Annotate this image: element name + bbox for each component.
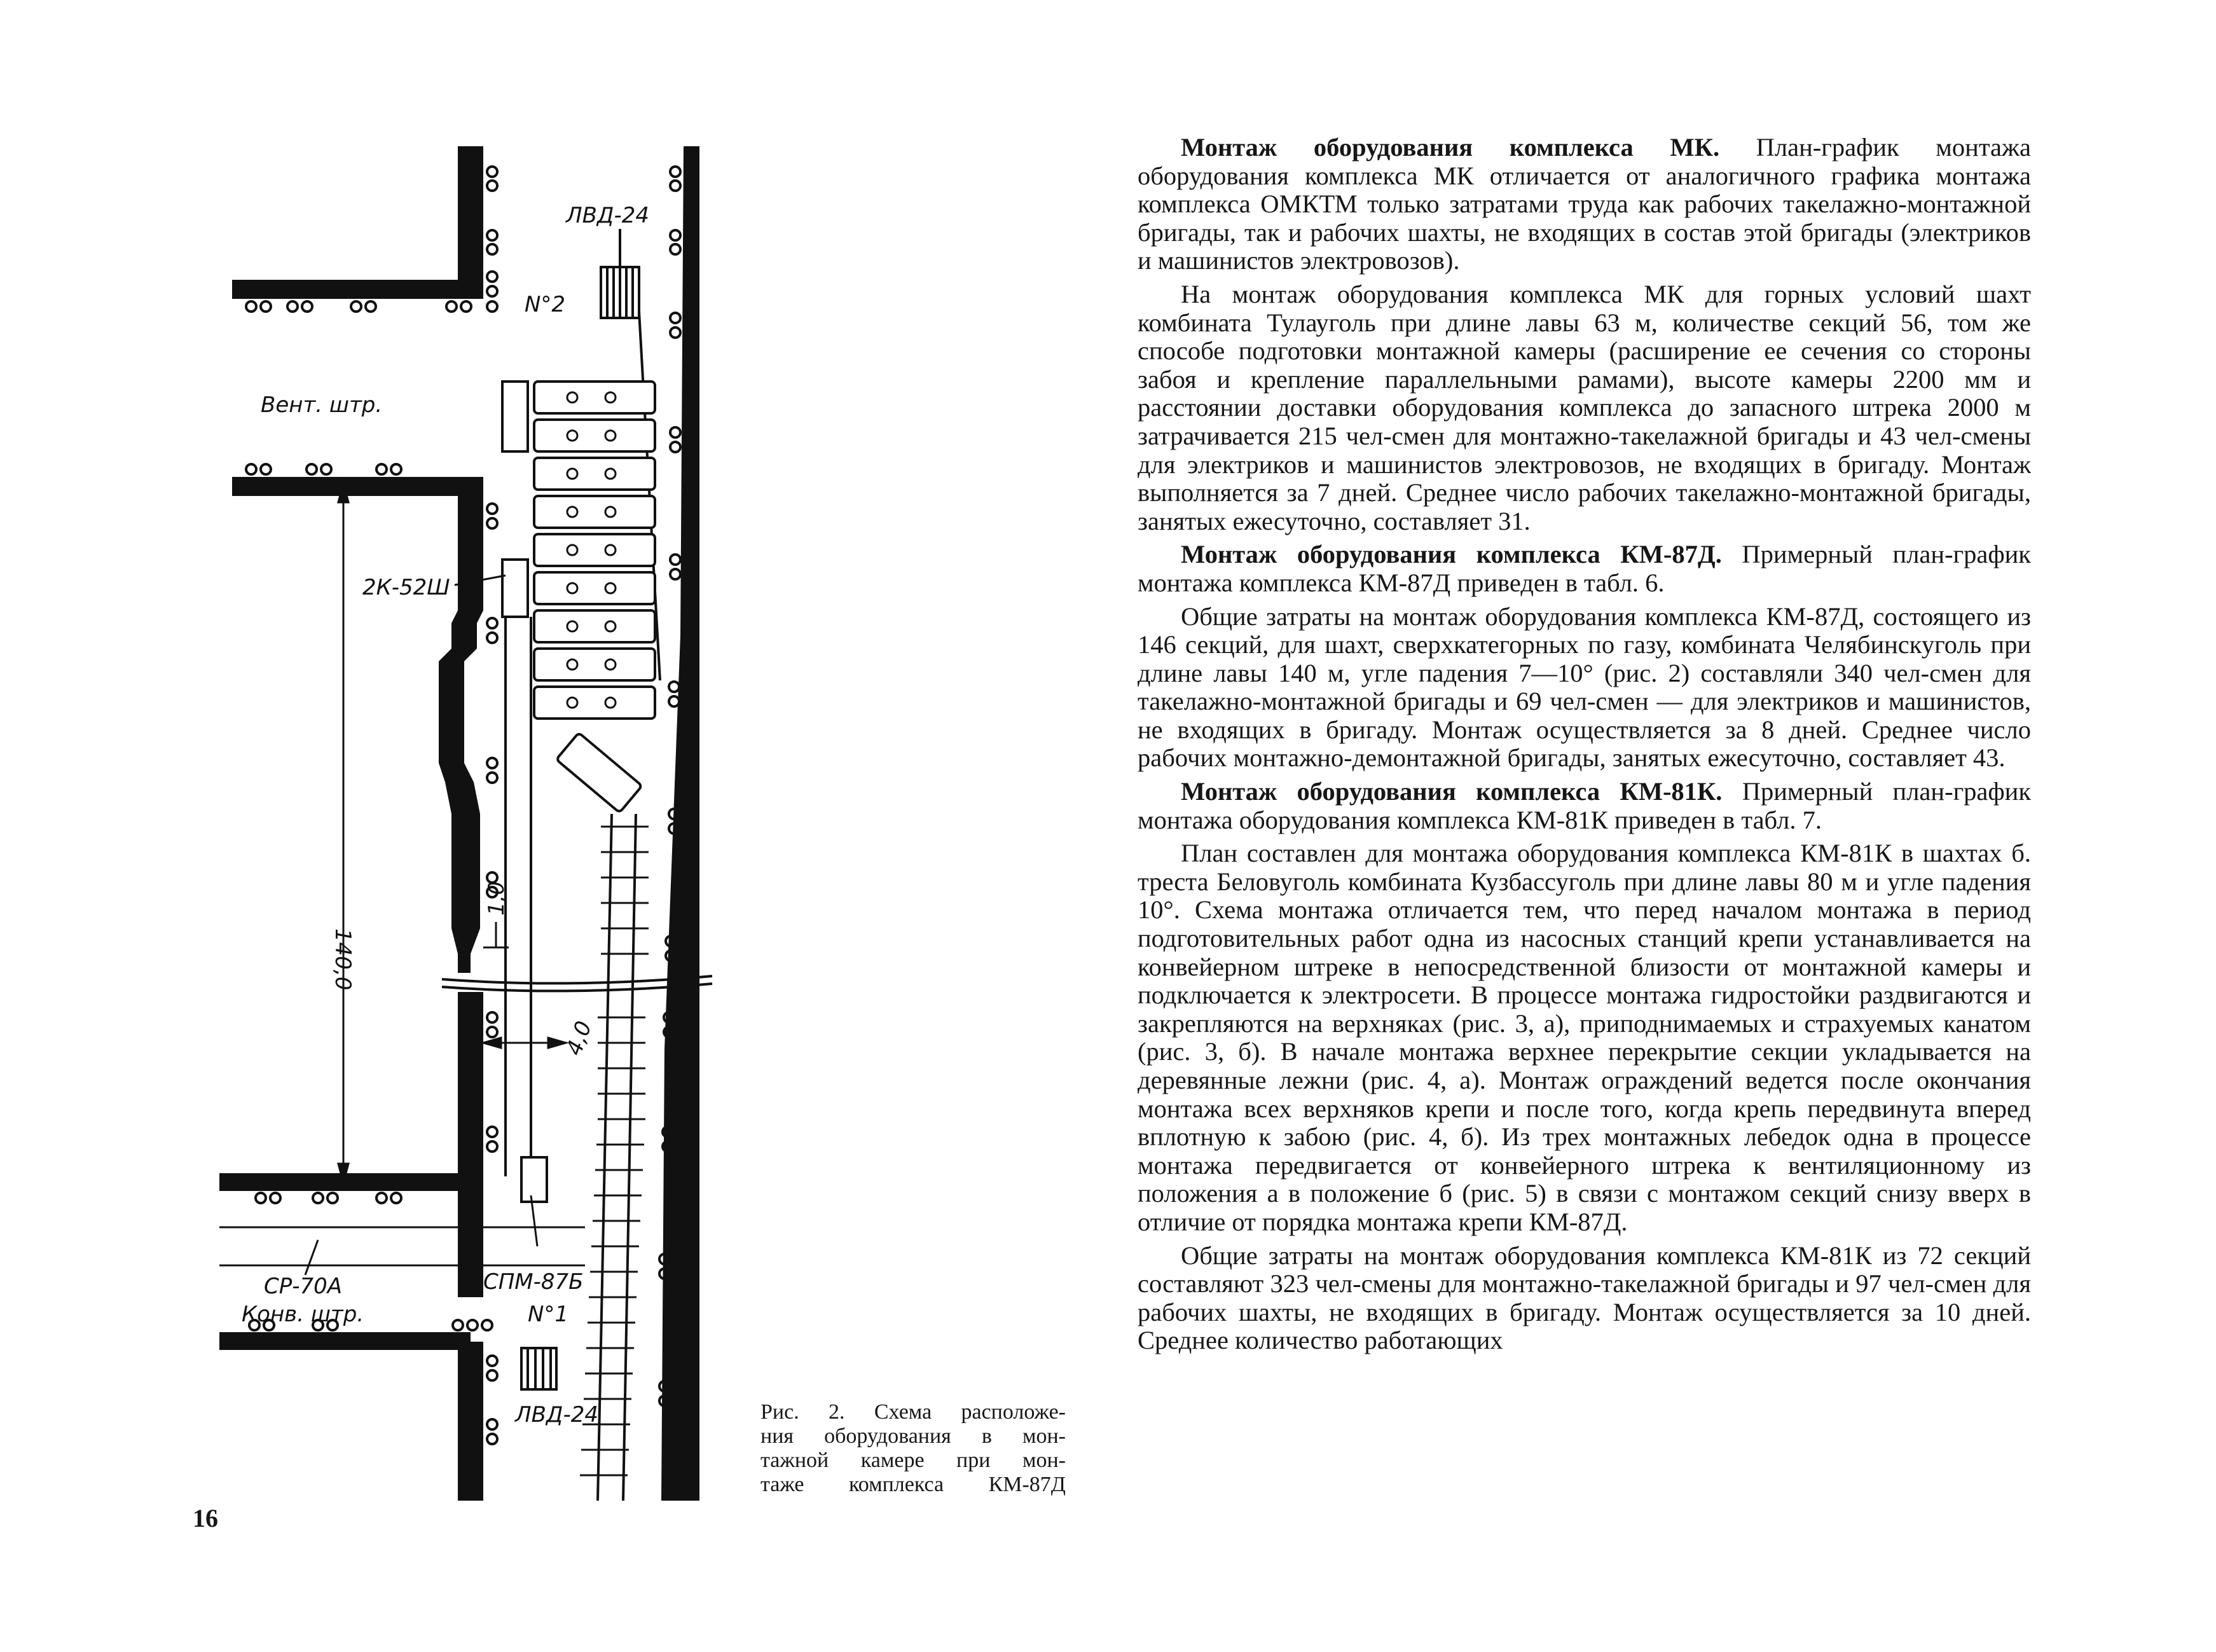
label-n1: N°1 xyxy=(528,1302,568,1327)
dimension-140 xyxy=(337,479,350,1187)
label-dim-1: 1,0 xyxy=(484,881,509,916)
section-holes xyxy=(566,391,617,709)
left-wall-bottom xyxy=(458,1342,483,1501)
paragraph: План составлен для монтажа оборудования … xyxy=(1138,839,2031,1236)
paragraph-text: Примерный план-график монтажа комплекса … xyxy=(1138,540,2031,597)
page-number: 16 xyxy=(193,1504,218,1532)
label-spm: СПМ-87Б xyxy=(483,1269,584,1295)
dimension-4 xyxy=(479,1036,570,1049)
spm-leader xyxy=(530,1195,539,1247)
paragraph-text: Примерный план-график монтажа оборудован… xyxy=(1138,777,2031,834)
paragraph-text: План-график монтажа оборудования комплек… xyxy=(1138,133,2031,275)
heading-mk: Монтаж оборудования комплекса МК. xyxy=(1181,133,1720,162)
left-wall-lower xyxy=(458,992,483,1297)
label-vent-drift: Вент. штр. xyxy=(261,392,382,418)
paragraph: Общие затраты на монтаж оборудования ком… xyxy=(1138,602,2031,773)
paragraph: На монтаж оборудования комплекса МК для … xyxy=(1138,279,2031,535)
conv-drift-bottom-wall xyxy=(219,1332,471,1350)
caption-line: ния оборудования в мон- xyxy=(760,1424,1066,1448)
caption-line: Рис. 2. Схема расположе- xyxy=(760,1400,1066,1424)
body-text: Монтаж оборудования комплекса МК. План-г… xyxy=(1138,133,2031,1360)
vent-drift-bottom-wall xyxy=(232,477,483,496)
label-dim-4: 4,0 xyxy=(561,1018,597,1059)
sr70-leader xyxy=(304,1239,319,1276)
figure-caption: Рис. 2. Схема расположе- ния оборудовани… xyxy=(760,1400,1066,1497)
label-lvd-top: ЛВД-24 xyxy=(565,203,649,228)
paragraph: Общие затраты на монтаж оборудования ком… xyxy=(1138,1241,2031,1355)
vent-drift-top-wall xyxy=(232,280,483,299)
winch-n1 xyxy=(520,1347,558,1391)
caption-line: тажной камере при мон- xyxy=(760,1449,1066,1472)
support-rings xyxy=(245,165,682,1445)
left-wall-top xyxy=(458,146,483,299)
conveyor-line xyxy=(504,617,548,1203)
paragraph-km87d: Монтаж оборудования комплекса КМ-87Д. Пр… xyxy=(1138,540,2031,597)
left-wall-middle xyxy=(439,477,483,973)
support-sections xyxy=(501,380,656,813)
rail-track xyxy=(596,813,637,1501)
conveyor-drift-band xyxy=(219,1226,585,1267)
pump-leader xyxy=(454,574,506,586)
caption-line: таже комплекса КМ-87Д xyxy=(760,1473,1066,1496)
mine-chamber-diagram: ЛВД-24 N°2 Вент. штр. 2К-52Ш 140,0 1,0 4… xyxy=(191,127,795,1526)
paragraph-km81k: Монтаж оборудования комплекса КМ-81К. Пр… xyxy=(1138,777,2031,834)
label-sr70: СР-70А xyxy=(264,1274,342,1299)
label-2k52: 2К-52Ш xyxy=(362,575,450,600)
label-lvd-bottom: ЛВД-24 xyxy=(514,1402,598,1428)
break-line xyxy=(441,975,713,993)
label-n2: N°2 xyxy=(525,292,565,317)
right-wall xyxy=(661,146,699,1501)
label-conv-drift: Конв. штр. xyxy=(242,1302,364,1327)
heading-km81k: Монтаж оборудования комплекса КМ-81К. xyxy=(1181,777,1723,806)
heading-km87d: Монтаж оборудования комплекса КМ-87Д. xyxy=(1181,540,1722,569)
paragraph-mk: Монтаж оборудования комплекса МК. План-г… xyxy=(1138,133,2031,275)
rail-ties xyxy=(580,825,649,1476)
dimension-1 xyxy=(483,922,509,949)
label-dim-140: 140,0 xyxy=(330,928,355,990)
